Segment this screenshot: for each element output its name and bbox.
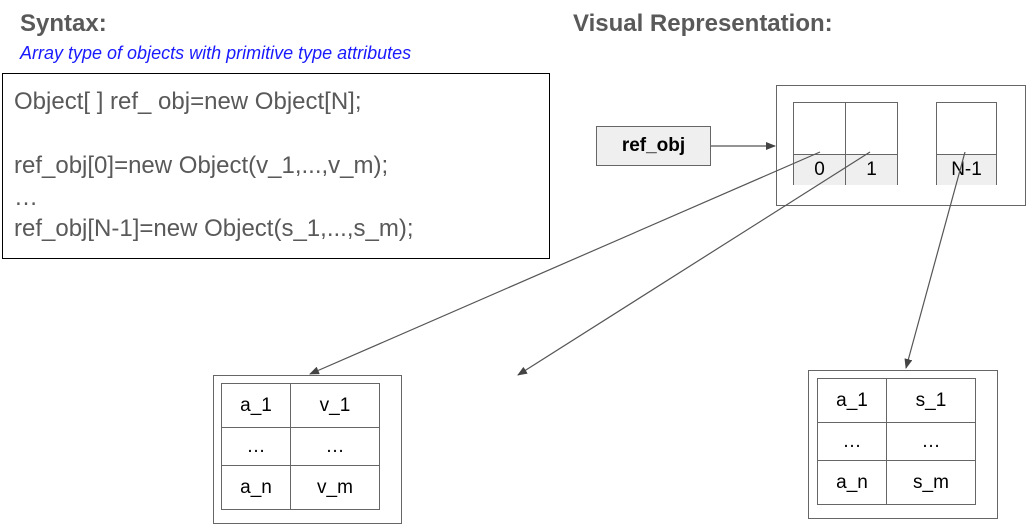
array-slot-1: 1 xyxy=(845,102,898,185)
object-left-attr-1: a_1 xyxy=(221,383,291,428)
code-line-declare: Object[ ] ref_ obj=new Object[N]; xyxy=(14,88,362,115)
object-right-val-m: s_m xyxy=(886,460,976,505)
object-right-val-1: s_1 xyxy=(886,378,976,423)
visual-heading: Visual Representation: xyxy=(573,10,833,37)
syntax-subtitle: Array type of objects with primitive typ… xyxy=(20,43,412,63)
arrow-index1-to-object xyxy=(517,151,871,376)
object-right-attr-ellipsis: … xyxy=(817,422,887,461)
code-box: Object[ ] ref_ obj=new Object[N]; ref_ob… xyxy=(2,73,550,259)
object-left-attr-ellipsis: … xyxy=(221,427,291,466)
object-left-val-m: v_m xyxy=(290,465,380,510)
ref-obj-label: ref_obj xyxy=(621,135,686,156)
code-line-last: ref_obj[N-1]=new Object(s_1,...,s_m); xyxy=(14,215,414,242)
syntax-heading: Syntax: xyxy=(20,10,107,37)
ref-obj-box: ref_obj xyxy=(596,126,711,166)
arrow-last-to-object-right xyxy=(904,151,966,369)
array-slot-last: N-1 xyxy=(936,102,997,185)
object-left-val-ellipsis: … xyxy=(290,427,380,466)
array-index-1: 1 xyxy=(846,154,897,185)
code-line-ellipsis: … xyxy=(14,184,38,211)
object-left-val-1: v_1 xyxy=(290,383,380,428)
object-right-attr-n: a_n xyxy=(817,460,887,505)
arrow-index0-to-object-left xyxy=(309,151,821,375)
object-right-val-ellipsis: … xyxy=(886,422,976,461)
object-left-attr-n: a_n xyxy=(221,465,291,510)
code-line-first: ref_obj[0]=new Object(v_1,...,v_m); xyxy=(14,152,389,179)
